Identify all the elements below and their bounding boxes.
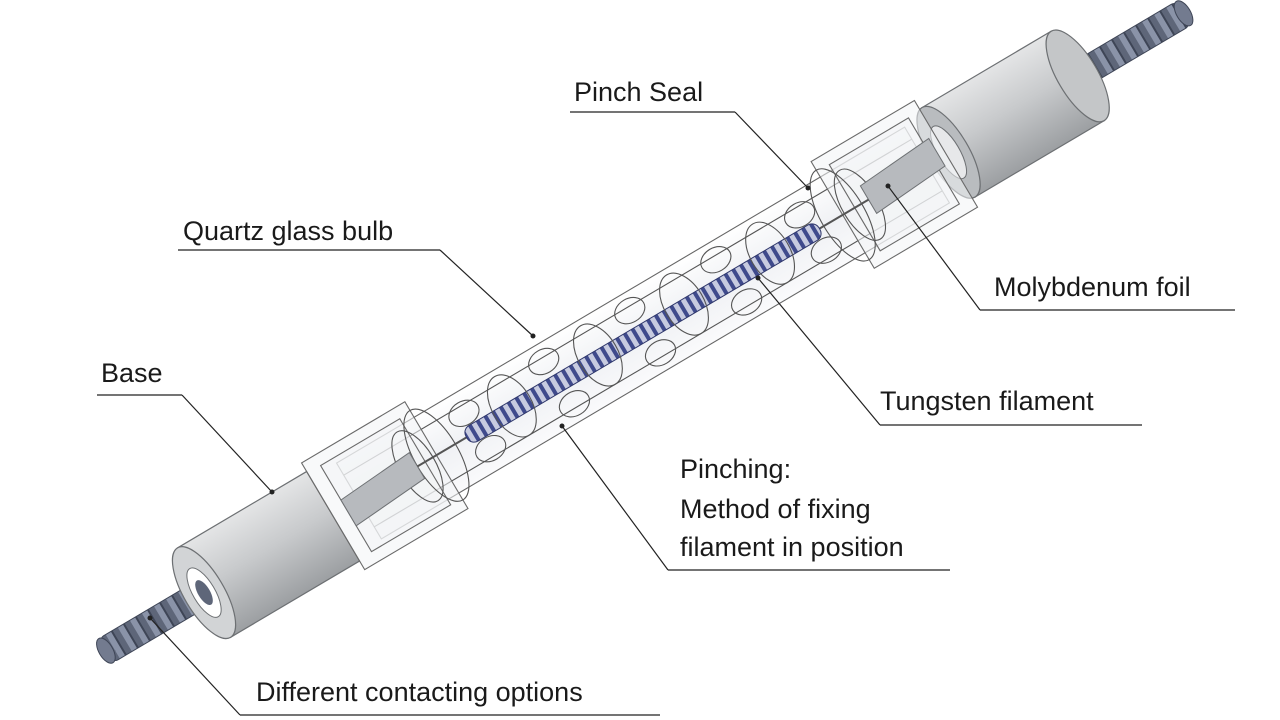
label-tungsten-filament: Tungsten filament (880, 386, 1094, 416)
pinching-dimples (448, 201, 842, 463)
quartz-glass-bulb-leader (439, 249, 534, 337)
label-molybdenum-foil: Molybdenum foil (994, 272, 1191, 302)
left-molybdenum-foil (340, 451, 426, 527)
left-rod-end (96, 637, 116, 664)
molybdenum-foil-leader (887, 185, 981, 311)
contacting-leader (149, 617, 241, 716)
bulb-inner-edge-bottom (373, 190, 943, 528)
pinching-leader (561, 425, 669, 571)
right-molybdenum-foil (859, 137, 946, 215)
right-base-cap-back (1045, 29, 1110, 123)
label-pinch-seal: Pinch Seal (574, 77, 703, 107)
tungsten-filament-leader (757, 277, 881, 426)
left-rod-inner (195, 580, 213, 606)
label-base: Base (101, 358, 163, 388)
right-lead-wire (818, 198, 870, 230)
pinch-seal-leader (734, 111, 809, 189)
right-rod-end (1173, 0, 1194, 27)
bulb-inner-edge-top (343, 138, 913, 476)
tungsten-filament (464, 223, 822, 443)
base-leader (181, 394, 273, 493)
left-lead-wire (416, 436, 468, 468)
label-quartz-glass-bulb: Quartz glass bulb (183, 216, 393, 246)
label-pinching-line1: Pinching: (680, 454, 791, 484)
lamp-assembly (96, 0, 1194, 664)
leader-lines (97, 111, 1235, 716)
label-pinching-line3: filament in position (680, 532, 904, 562)
label-pinching-line2: Method of fixing (680, 494, 871, 524)
label-contacting-options: Different contacting options (256, 677, 583, 707)
